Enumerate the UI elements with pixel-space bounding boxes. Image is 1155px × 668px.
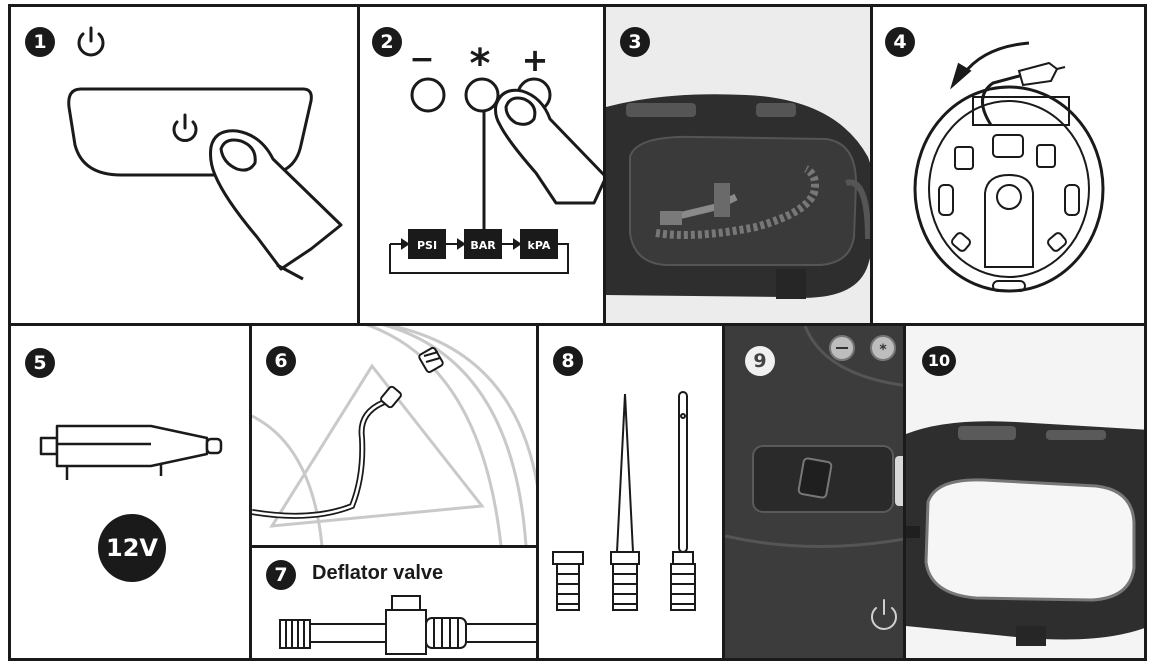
rotate-arrow-icon <box>950 41 1030 90</box>
unit-buttons-illustration: − * + PSI BAR kPA <box>389 41 603 274</box>
star-button <box>870 335 896 361</box>
unit-kpa-label: kPA <box>528 239 551 252</box>
tyre-valve <box>418 346 444 374</box>
finger-pointer <box>209 129 343 271</box>
step-number-badge: 3 <box>620 27 650 57</box>
unit-psi-box <box>408 229 446 259</box>
power-icon <box>172 113 198 142</box>
power-icon <box>77 26 105 57</box>
cable-storage-illustration <box>913 41 1105 293</box>
panel-step-1: 1 <box>8 4 360 326</box>
device-light-photo <box>906 326 1144 658</box>
power-button-illustration <box>67 26 343 281</box>
unit-kpa-box <box>520 229 558 259</box>
deflator-valve-caption: Deflator valve <box>312 562 444 584</box>
adaptor-cone <box>610 393 640 611</box>
unit-psi-label: PSI <box>417 239 437 252</box>
panel-step-5: 5 12V <box>8 323 252 661</box>
car-plug-icon <box>39 424 223 480</box>
car-plug-illustration <box>39 424 223 480</box>
panel-step-10: 10 <box>903 323 1147 661</box>
panel-step-8: 8 <box>536 323 725 661</box>
step-number-badge: 5 <box>25 348 55 378</box>
button-housing <box>67 87 313 177</box>
plus-symbol: + <box>522 41 549 79</box>
adaptor-storage-photo: * <box>725 326 903 658</box>
inflation-hose <box>252 397 391 519</box>
step-number-badge: 9 <box>745 346 775 376</box>
finger-pointer <box>494 88 603 205</box>
adaptor-short <box>552 551 584 611</box>
hose-compartment-photo <box>606 7 870 323</box>
panel-step-6: 6 <box>249 323 539 548</box>
svg-text:*: * <box>879 342 887 358</box>
step-number-badge: 2 <box>372 27 402 57</box>
step-number-badge: 4 <box>885 27 915 57</box>
panel-step-4: 4 <box>870 4 1147 326</box>
star-symbol: * <box>470 41 491 87</box>
minus-button <box>410 77 446 113</box>
panel-step-7: 7 Deflator valve <box>249 545 539 661</box>
adaptor-nozzles-illustration <box>552 391 696 611</box>
car-plug-icon <box>1017 61 1066 87</box>
voltage-badge: 12V <box>98 514 166 582</box>
deflator-valve-illustration <box>279 595 536 655</box>
minus-symbol: − <box>409 42 434 77</box>
panel-step-9: * 9 <box>722 323 906 661</box>
device-base-outline <box>913 85 1105 293</box>
step-number-badge: 1 <box>25 27 55 57</box>
step-number-badge: 8 <box>553 346 583 376</box>
step-number-badge: 10 <box>922 346 956 376</box>
panel-step-3: 3 <box>603 4 873 326</box>
step-number-badge: 6 <box>266 346 296 376</box>
panel-step-2: 2 − * + PSI BAR kPA <box>357 4 606 326</box>
adaptor-needle <box>670 391 696 611</box>
step-number-badge: 7 <box>266 560 296 590</box>
star-button <box>464 77 500 113</box>
unit-bar-label: BAR <box>470 239 496 252</box>
power-icon <box>871 599 897 630</box>
unit-bar-box <box>464 229 502 259</box>
valve-connection-illustration <box>252 326 536 545</box>
